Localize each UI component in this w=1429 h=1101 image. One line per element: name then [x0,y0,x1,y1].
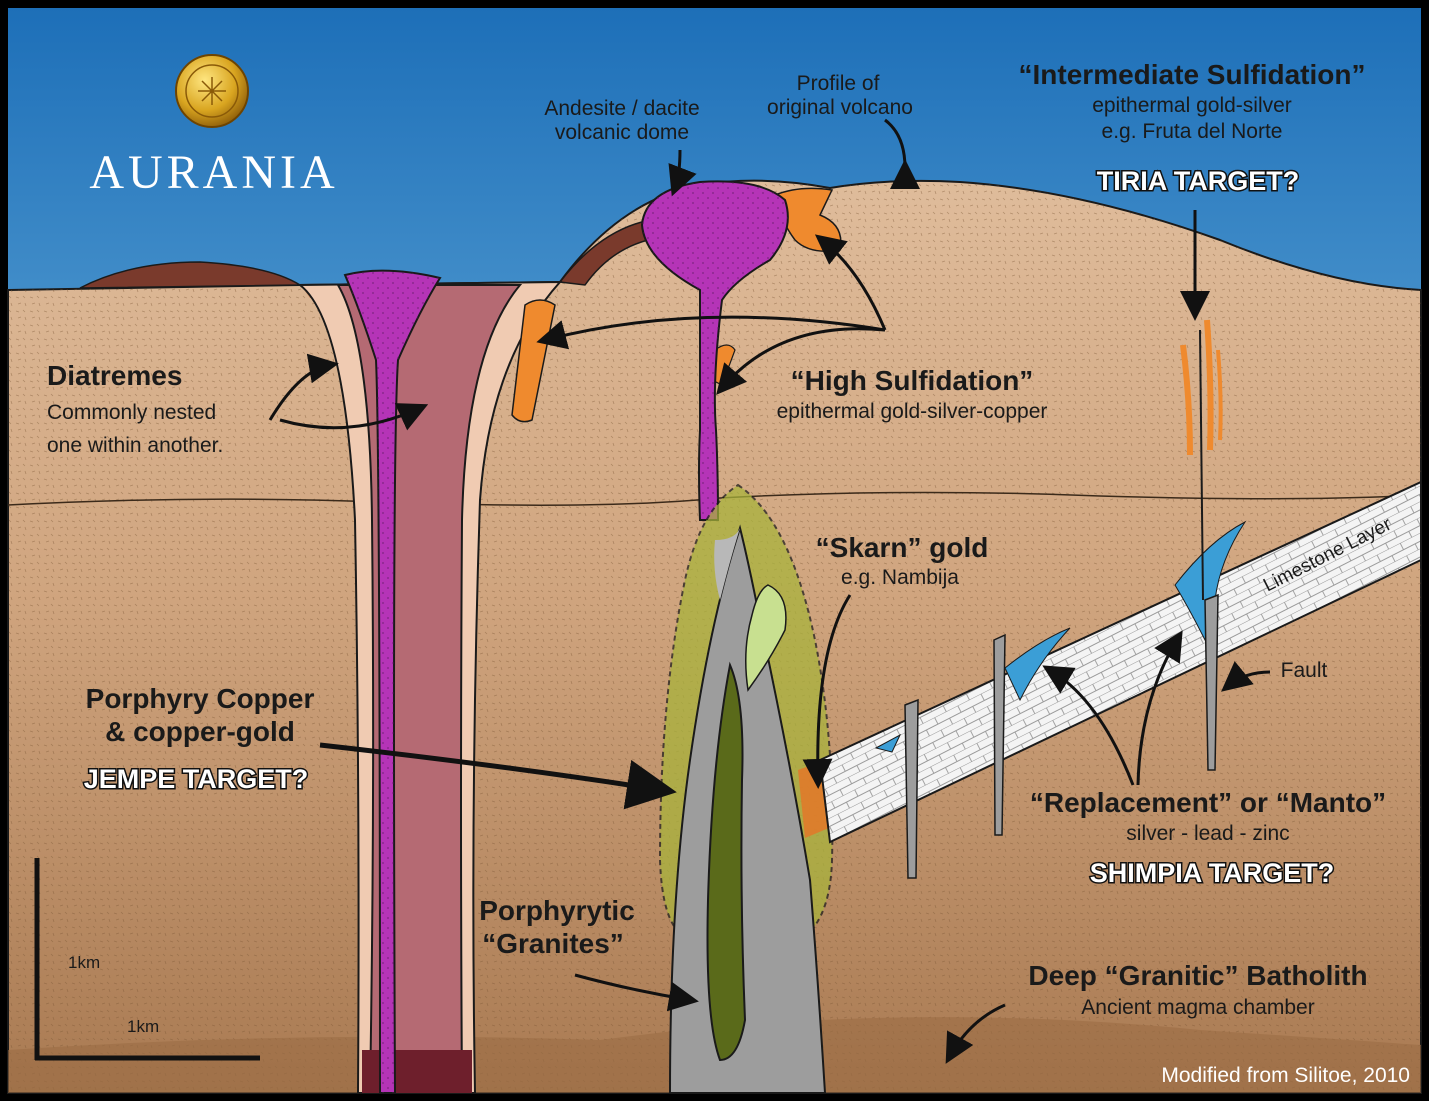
porphyry-title-2: & copper-gold [105,716,295,747]
scale-horizontal-label: 1km [127,1017,159,1036]
replacement-label: “Replacement” or “Manto” silver - lead -… [1030,787,1386,890]
replacement-sub: silver - lead - zinc [1126,822,1289,845]
diatremes-sub-1: Commonly nested [47,401,216,424]
granites-label: Porphyrytic “Granites” [479,895,635,959]
skarn-label: “Skarn” gold e.g. Nambija [816,532,989,589]
brand-name: AURANIA [89,146,338,199]
skarn-title: “Skarn” gold [816,532,989,563]
diatremes-sub-2: one within another. [47,434,223,457]
gold-coin-icon [175,54,249,128]
batholith-label: Deep “Granitic” Batholith Ancient magma … [1028,960,1367,1019]
batholith-sub: Ancient magma chamber [1081,996,1314,1019]
batholith-title: Deep “Granitic” Batholith [1028,960,1367,991]
replacement-title: “Replacement” or “Manto” [1030,787,1386,818]
jempe-target: JEMPE TARGET? [84,764,309,794]
tiria-target: TIRIA TARGET? [1097,166,1299,196]
scale-bar: 1km 1km [34,858,260,1061]
diatremes-label: Diatremes Commonly nested one within ano… [47,360,223,457]
fault-label: Fault [1281,659,1328,682]
shimpia-target: SHIMPIA TARGET? [1090,858,1335,888]
granites-title-2: “Granites” [482,928,624,959]
scale-vertical-label: 1km [68,953,100,972]
porphyry-copper-label: Porphyry Copper & copper-gold JEMPE TARG… [82,683,315,796]
skarn-sub: e.g. Nambija [841,566,959,589]
high-sulf-title: “High Sulfidation” [791,365,1034,396]
porphyry-title-1: Porphyry Copper [86,683,315,714]
faults [904,329,1219,879]
intermediate-sub-2: e.g. Fruta del Norte [1102,120,1283,143]
porphyry-core [706,584,787,1062]
pointer-arrows [268,118,1271,1064]
intermediate-sulfidation-veins [1180,319,1223,456]
intermediate-title: “Intermediate Sulfidation” [1019,59,1366,90]
intermediate-sub-1: epithermal gold-silver [1092,94,1292,117]
credit-text: Modified from Silitoe, 2010 [1161,1064,1410,1087]
profile-line-1: Profile of [797,72,880,95]
manto-deposits [874,520,1247,753]
diatremes-title: Diatremes [47,360,182,391]
diatreme-feeder [343,269,442,1094]
granites-title-1: Porphyrytic [479,895,635,926]
profile-label: Profile of original volcano [767,72,913,119]
intermediate-sulfidation-label: “Intermediate Sulfidation” epithermal go… [1019,59,1366,198]
high-sulf-sub: epithermal gold-silver-copper [777,400,1048,423]
profile-line-2: original volcano [767,96,913,119]
andesite-line-2: volcanic dome [555,121,689,144]
andesite-label: Andesite / dacite volcanic dome [544,97,699,144]
andesite-line-1: Andesite / dacite [544,97,699,120]
high-sulfidation-label: “High Sulfidation” epithermal gold-silve… [777,365,1048,423]
volcanic-dome [640,180,789,521]
